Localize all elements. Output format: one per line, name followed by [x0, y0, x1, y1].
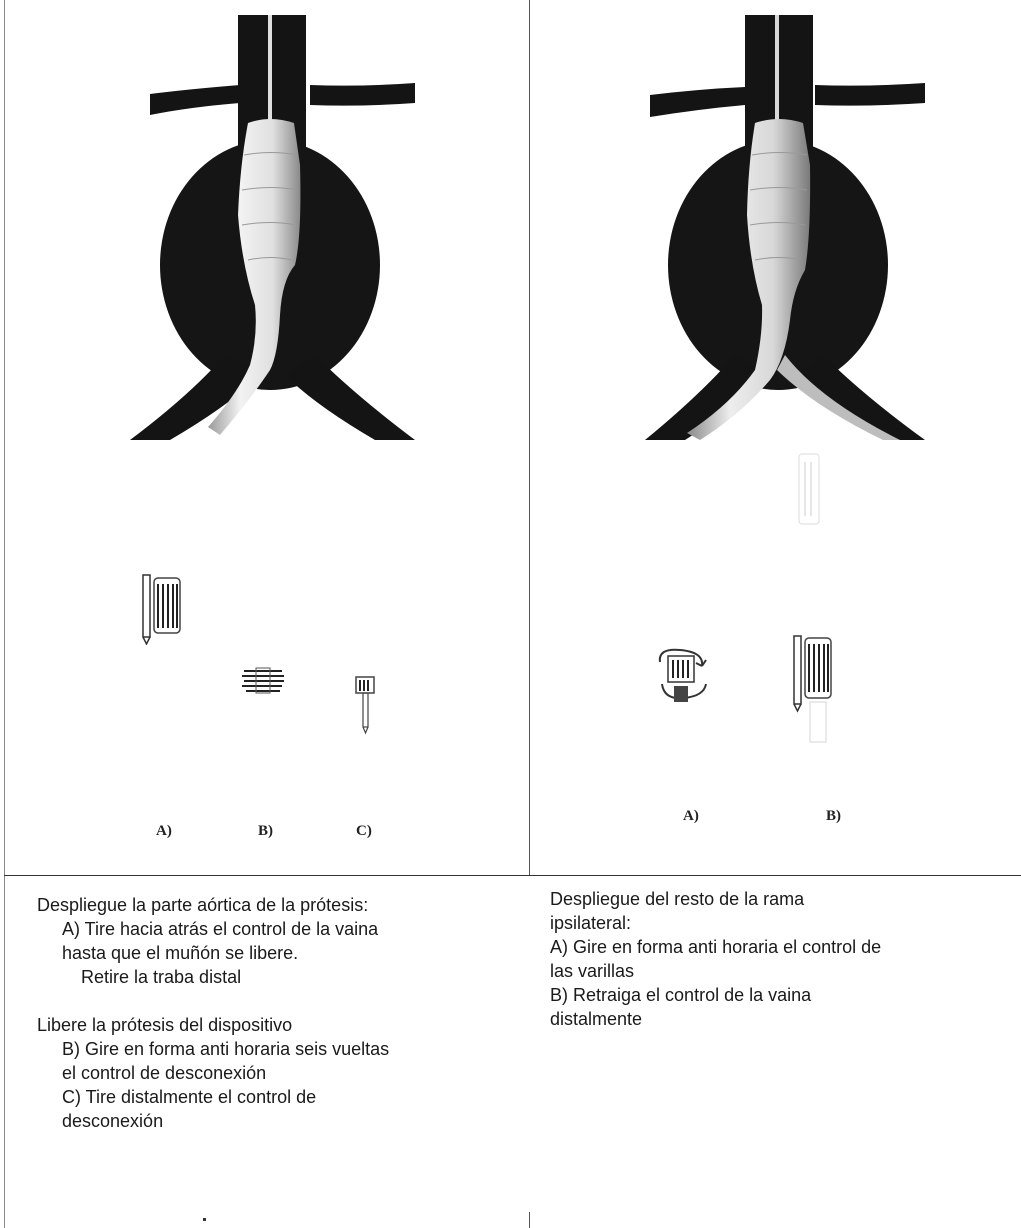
left-aorta-illustration	[130, 15, 430, 445]
right-step-label-b: B)	[826, 808, 841, 825]
stray-dot	[203, 1218, 206, 1221]
left-step-c-line-1: C) Tire distalmente el control de	[37, 1085, 389, 1109]
left-step-c-line-2: desconexión	[37, 1109, 389, 1133]
left-step-label-c: C)	[356, 823, 372, 840]
right-instructions: Despliegue del resto de la rama ipsilate…	[550, 887, 881, 1031]
left-handle-b-icon	[240, 665, 288, 695]
right-aorta-illustration	[645, 15, 945, 445]
figure-text-separator	[4, 875, 1021, 876]
right-step-a-line-1: A) Gire en forma anti horaria el control…	[550, 935, 881, 959]
left-step-label-a: A)	[156, 823, 172, 840]
right-heading-line-1: Despliegue del resto de la rama	[550, 887, 881, 911]
faint-handle-ghost-icon	[795, 452, 825, 532]
right-step-a-line-2: las varillas	[550, 959, 881, 983]
spacer	[37, 989, 389, 1013]
right-step-label-a: A)	[683, 808, 699, 825]
right-heading-line-2: ipsilateral:	[550, 911, 881, 935]
left-step-a-line-1: A) Tire hacia atrás el control de la vai…	[37, 917, 389, 941]
left-handle-c-icon	[354, 675, 378, 735]
left-heading-2: Libere la prótesis del dispositivo	[37, 1013, 389, 1037]
right-step-b-line-1: B) Retraiga el control de la vaina	[550, 983, 881, 1007]
right-handle-a-rotate-icon	[652, 642, 714, 710]
left-step-b-line-2: el control de desconexión	[37, 1061, 389, 1085]
center-divider	[529, 0, 530, 876]
left-step-label-b: B)	[258, 823, 273, 840]
left-heading-1: Despliegue la parte aórtica de la prótes…	[37, 893, 389, 917]
right-step-b-line-2: distalmente	[550, 1007, 881, 1031]
left-border	[4, 0, 5, 1228]
left-step-a-line-2: hasta que el muñón se libere.	[37, 941, 389, 965]
right-handle-b-icon	[790, 630, 840, 750]
left-handle-a-icon	[138, 570, 188, 645]
left-instructions: Despliegue la parte aórtica de la prótes…	[37, 893, 389, 1133]
left-step-a-line-3: Retire la traba distal	[37, 965, 389, 989]
left-step-b-line-1: B) Gire en forma anti horaria seis vuelt…	[37, 1037, 389, 1061]
center-divider-lower	[529, 1212, 530, 1228]
